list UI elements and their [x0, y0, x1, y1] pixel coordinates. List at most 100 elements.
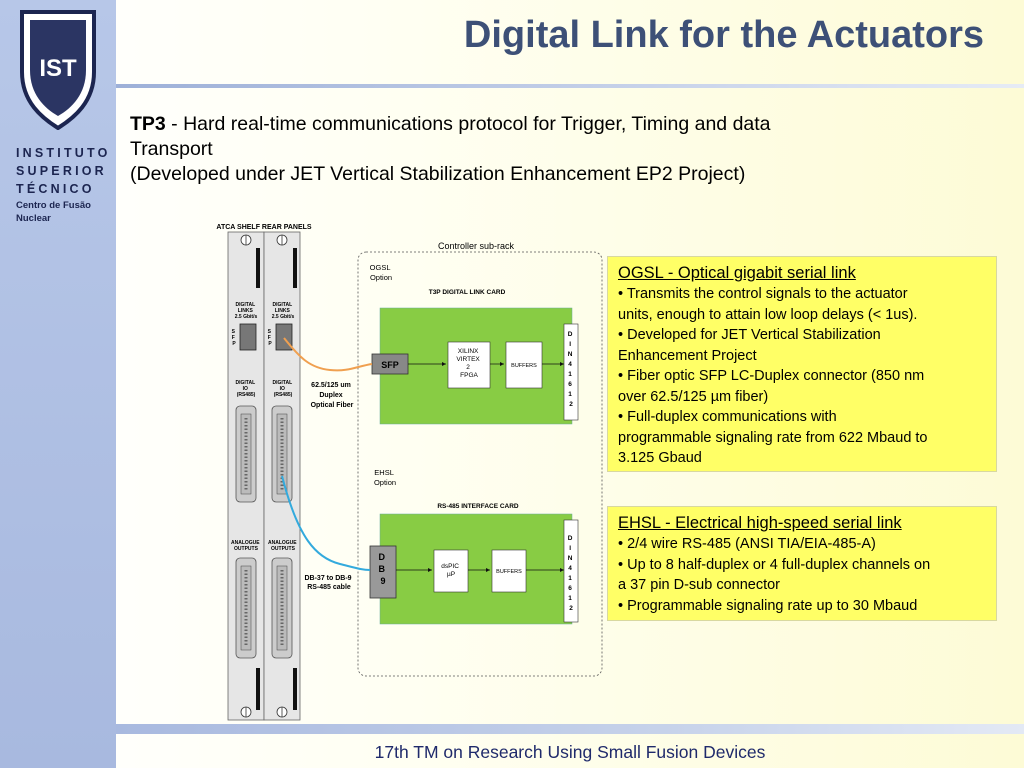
ogsl-line: Enhancement Project: [618, 347, 757, 364]
digital-links-rate: 2.5 Gbit/s: [272, 314, 295, 320]
svg-text:DB-37 to DB-9 RS-485 cable: DB-37 to DB-9 RS-485 cable: [304, 575, 353, 591]
panel-screw-icon: [240, 234, 252, 246]
sfp-letter: S: [232, 329, 236, 335]
ist-shield-logo: IST: [20, 10, 96, 130]
title-divider: [116, 84, 1024, 88]
ehsl-line: • Programmable signaling rate up to 30 M…: [618, 597, 918, 614]
controller-subrack: [357, 251, 603, 677]
ogsl-line: • Full-duplex communications with: [618, 409, 837, 425]
sfp-letter: F: [268, 335, 271, 341]
digital-io-label: DIGITAL: [273, 380, 293, 386]
dspic-label: µP: [447, 571, 455, 578]
footer-text: 17th TM on Research Using Small Fusion D…: [374, 742, 766, 762]
sfp-letter: S: [268, 329, 272, 335]
footer-divider: [116, 724, 1024, 734]
analogue-outputs-label: ANALOGUE: [268, 540, 297, 546]
xilinx-label: VIRTEX: [456, 356, 480, 363]
panel-screw-icon: [240, 706, 252, 718]
svg-text:D B 9: D B 9: [378, 552, 387, 586]
din-letter: 6: [568, 585, 572, 592]
ogsl-option-label: OGSL: [370, 263, 391, 272]
svg-text:EHSL Option: EHSL Option: [374, 468, 396, 487]
ogsl-line: units, enough to attain low loop delays …: [618, 306, 918, 323]
center-line-2: Nuclear: [16, 213, 51, 224]
din-letter: 2: [569, 401, 573, 408]
link-diagram: ATCA SHELF REAR PANELS DIGITAL LINKS 2.5…: [216, 224, 603, 721]
t3p-digital-link-card: SFP XILINX VIRTEX 2 FPGA BUFFERS D I N 4…: [371, 307, 579, 425]
ogsl-callout: OGSL - Optical gigabit serial link • Tra…: [607, 256, 997, 472]
optical-fiber-cable: [283, 337, 373, 372]
sfp-block-label: SFP: [381, 360, 399, 370]
din-letter: 1: [568, 575, 572, 582]
ogsl-line: • Transmits the control signals to the a…: [618, 286, 908, 302]
ehsl-line: a 37 pin D-sub connector: [618, 577, 781, 593]
slide-title: Digital Link for the Actuators: [463, 14, 984, 56]
ogsl-line: programmable signaling rate from 622 Mba…: [618, 429, 928, 446]
t3p-card-label: T3P DIGITAL LINK CARD: [429, 289, 506, 296]
din-letter: 6: [568, 381, 572, 388]
digital-links-label: LINKS: [238, 308, 254, 314]
svg-text:XILINX VIRTEX 2: XILINX VIRTEX 2 FPGA: [456, 348, 481, 379]
digital-links-label: LINKS: [275, 308, 291, 314]
ehsl-heading: EHSL - Electrical high-speed serial link: [618, 514, 902, 532]
intro-line-3: (Developed under JET Vertical Stabilizat…: [130, 163, 746, 185]
digital-io-label: IO: [243, 386, 248, 392]
din-letter: 1: [568, 391, 572, 398]
institute-line-1: INSTITUTO: [16, 146, 111, 160]
ogsl-line: over 62.5/125 µm fiber): [618, 388, 769, 405]
digital-links-label: DIGITAL: [273, 302, 293, 308]
cable-label: RS-485 cable: [307, 584, 351, 591]
cable-label: DB-37 to DB-9: [304, 575, 351, 582]
sfp-letter: F: [232, 335, 235, 341]
xilinx-label: 2: [466, 364, 470, 371]
rs485-card-label: RS-485 INTERFACE CARD: [437, 503, 519, 510]
db9-letter: B: [378, 564, 385, 574]
din-letter: D: [568, 535, 573, 542]
dsub-37-connector: [271, 557, 293, 659]
logo-text: IST: [39, 55, 77, 82]
ogsl-line: • Fiber optic SFP LC-Duplex connector (8…: [618, 368, 925, 384]
analogue-outputs-label: ANALOGUE: [231, 540, 260, 546]
digital-io-label: (RS485): [274, 392, 293, 398]
svg-text:S F P: S F P: [232, 329, 237, 347]
ogsl-option-label: Option: [370, 273, 392, 282]
svg-text:ANALOGUE OUTPUTS: ANALOGUE OUTPUTS: [231, 540, 261, 552]
din-letter: I: [569, 341, 571, 348]
fiber-label: 62.5/125 um: [311, 382, 351, 389]
ogsl-line: 3.125 Gbaud: [618, 450, 702, 466]
intro-line-1: - Hard real-time communications protocol…: [165, 113, 771, 135]
dsub-37-connector: [271, 405, 293, 503]
rear-panel-1: DIGITAL LINKS 2.5 Gbit/s S F P DIGITAL I…: [227, 231, 265, 721]
sidebar: IST INSTITUTO SUPERIOR TÉCNICO Centro de…: [0, 0, 116, 768]
digital-io-label: DIGITAL: [236, 380, 256, 386]
xilinx-label: FPGA: [460, 372, 478, 379]
svg-text:DIGITAL LINKS 2.5: DIGITAL LINKS 2.5 Gbit/s: [235, 302, 258, 320]
digital-io-label: (RS485): [237, 392, 256, 398]
svg-text:dsPIC µP: dsPIC µP: [441, 563, 461, 578]
tp3-label: TP3: [130, 113, 166, 135]
db9-letter: D: [378, 552, 385, 562]
sfp-port: [239, 323, 257, 351]
analogue-outputs-label: OUTPUTS: [234, 546, 259, 552]
xilinx-label: XILINX: [458, 348, 479, 355]
intro-text: TP3 - Hard real-time communications prot…: [130, 112, 1000, 187]
institute-line-2: SUPERIOR: [16, 164, 107, 178]
ogsl-line: • Developed for JET Vertical Stabilizati…: [618, 327, 881, 343]
ogsl-heading: OGSL - Optical gigabit serial link: [618, 264, 856, 282]
svg-text:62.5/125 um Duplex Opt: 62.5/125 um Duplex Optical Fiber: [311, 382, 354, 409]
rs485-cable: [281, 475, 371, 571]
center-line-1: Centro de Fusão: [16, 200, 91, 211]
fiber-label: Duplex: [319, 392, 342, 399]
din-letter: 2: [569, 605, 573, 612]
shelf-label: ATCA SHELF REAR PANELS: [216, 224, 311, 231]
din-letter: 4: [568, 565, 572, 572]
din-letter: N: [568, 555, 573, 562]
din-letter: I: [569, 545, 571, 552]
din-letter: 4: [568, 361, 572, 368]
svg-text:D I N 4: D I N 4 1 6 1 2: [568, 331, 575, 408]
ehsl-line: • 2/4 wire RS-485 (ANSI TIA/EIA-485-A): [618, 536, 876, 552]
din-letter: 1: [568, 595, 572, 602]
ehsl-callout: EHSL - Electrical high-speed serial link…: [607, 506, 997, 621]
digital-io-label: IO: [280, 386, 285, 392]
intro-line-2: Transport: [130, 138, 213, 160]
